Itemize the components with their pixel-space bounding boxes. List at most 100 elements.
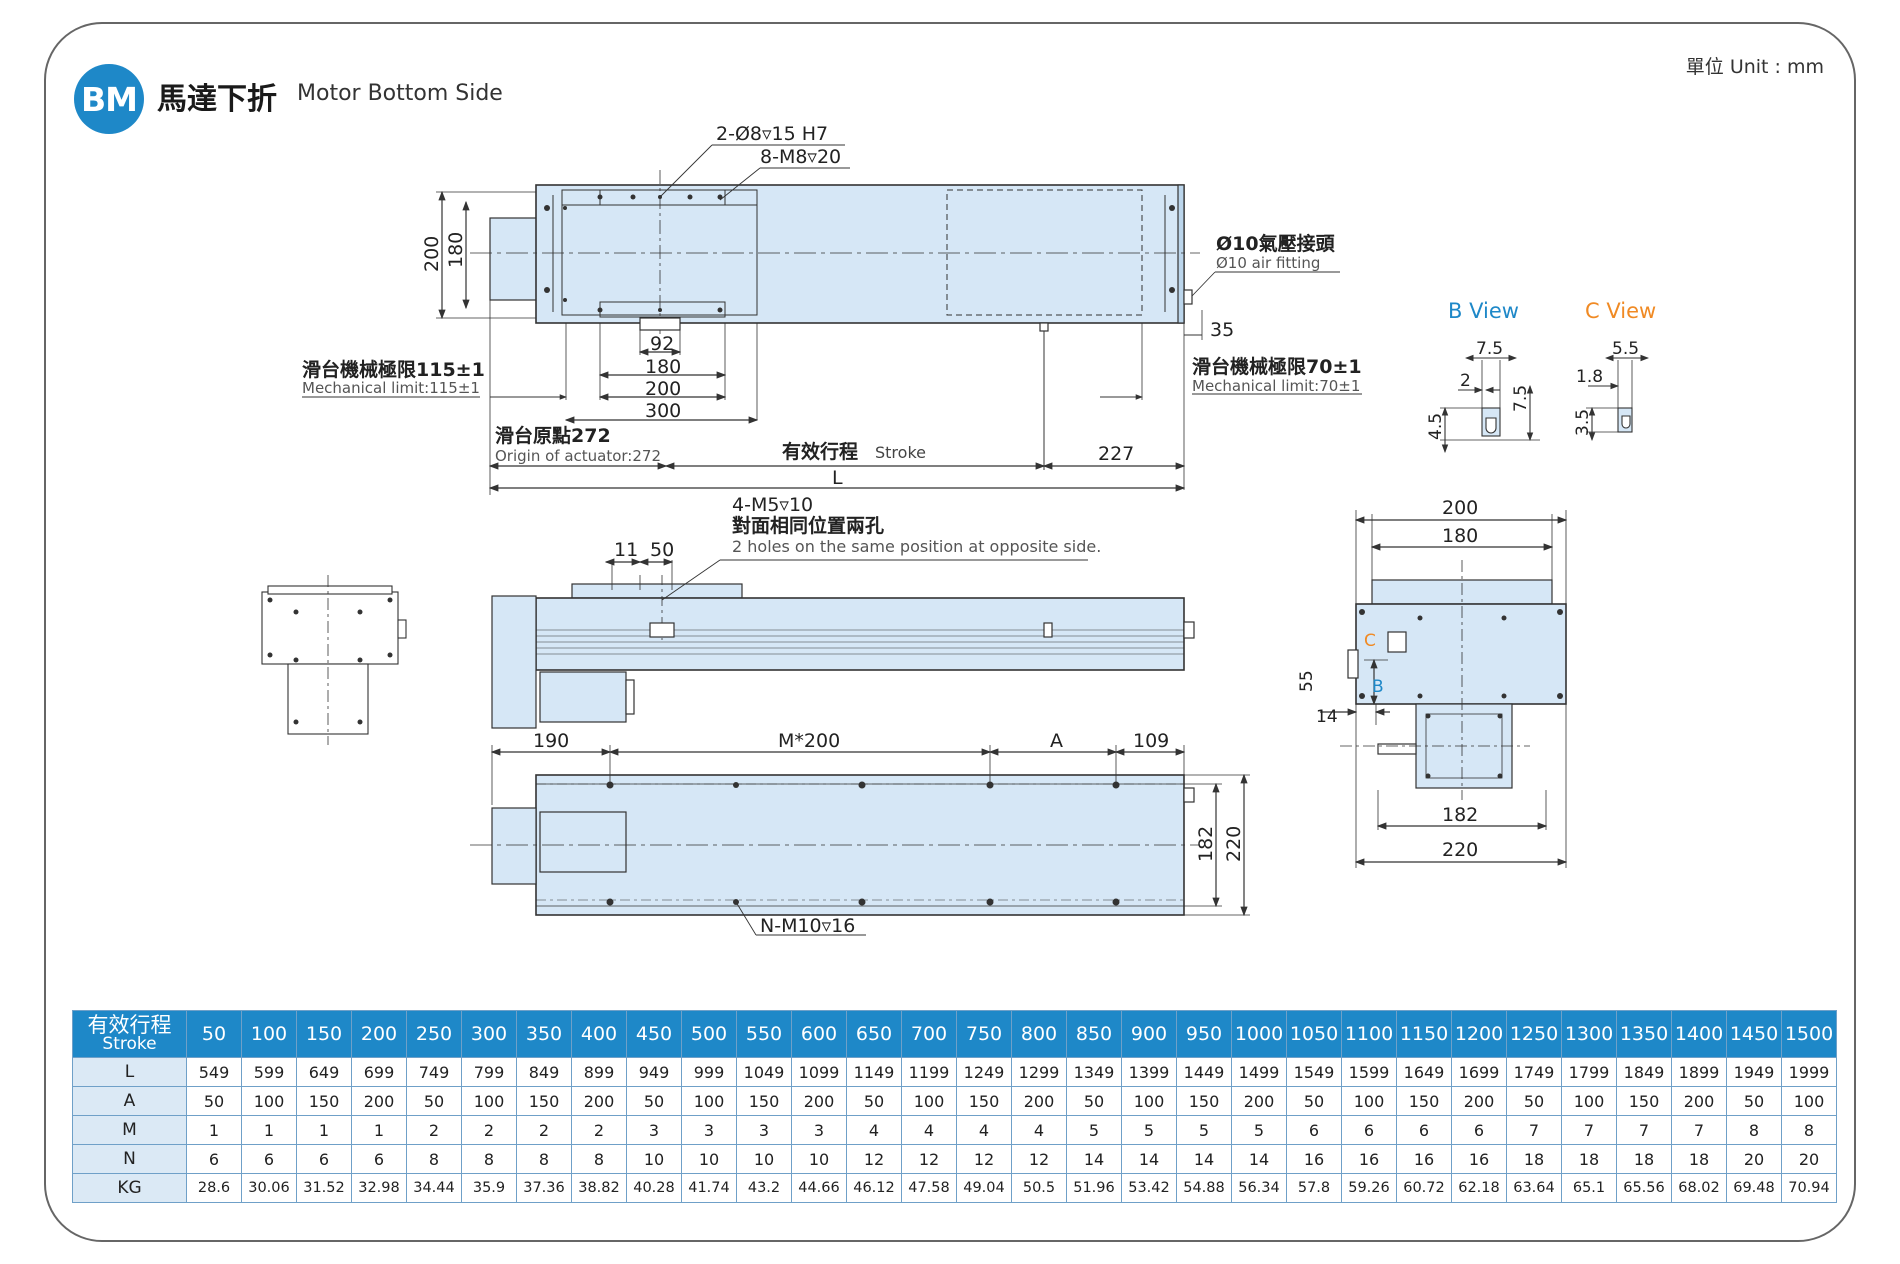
stroke-header-value: 1050: [1286, 1010, 1342, 1058]
table-cell: 12: [956, 1144, 1012, 1174]
stroke-header-value: 300: [461, 1010, 517, 1058]
table-cell: 18: [1506, 1144, 1562, 1174]
side-view-labels: 4-M5▿10 對面相同位置兩孔 2 holes on the same pos…: [614, 494, 1101, 561]
table-cell: 549: [186, 1057, 242, 1087]
table-cell: 62.18: [1451, 1173, 1507, 1203]
table-cell: 28.6: [186, 1173, 242, 1203]
table-cell: 749: [406, 1057, 462, 1087]
stroke-header-cell: 有效行程 Stroke: [72, 1010, 187, 1058]
page-frame: [44, 22, 1856, 1242]
table-cell: 1049: [736, 1057, 792, 1087]
table-cell: 60.72: [1396, 1173, 1452, 1203]
mech-limit-right-zh: 滑台機械極限70±1: [1192, 355, 1362, 378]
dim-m200: M*200: [778, 730, 840, 752]
top-view-labels: 2-Ø8▿15 H7 8-M8▿20 200 180 Ø10氣壓接頭 Ø10 a…: [302, 123, 1362, 489]
dim-92: 92: [650, 333, 674, 355]
dim-190: 190: [533, 730, 569, 752]
bottom-holes: N-M10▿16: [760, 915, 855, 937]
bottom-dim-182: 182: [1195, 826, 1217, 862]
table-cell: 16: [1451, 1144, 1507, 1174]
table-cell: 30.06: [241, 1173, 297, 1203]
table-cell: 1899: [1671, 1057, 1727, 1087]
table-cell: 150: [296, 1086, 352, 1116]
end-view-labels: 200 180 C B 55 14 182 220: [1297, 497, 1478, 861]
table-cell: 18: [1616, 1144, 1672, 1174]
table-cell: 6: [351, 1144, 407, 1174]
end-dim-55: 55: [1297, 670, 1317, 692]
table-cell: 14: [1231, 1144, 1287, 1174]
stroke-header-zh: 有效行程: [87, 1013, 172, 1038]
c-view: [1586, 354, 1650, 442]
table-cell: 68.02: [1671, 1173, 1727, 1203]
stroke-header-value: 450: [626, 1010, 682, 1058]
table-cell: 16: [1341, 1144, 1397, 1174]
table-cell: 1: [296, 1115, 352, 1145]
table-cell: 8: [406, 1144, 462, 1174]
table-cell: 3: [626, 1115, 682, 1145]
table-cell: 849: [516, 1057, 572, 1087]
bc-view-labels: B View C View 7.5 2 7.5 4.5 5.5 1.8 3.5: [1426, 299, 1656, 440]
table-cell: 6: [186, 1144, 242, 1174]
table-cell: 4: [846, 1115, 902, 1145]
table-cell: 1599: [1341, 1057, 1397, 1087]
table-cell: 31.52: [296, 1173, 352, 1203]
table-cell: 2: [461, 1115, 517, 1145]
table-cell: 1999: [1781, 1057, 1837, 1087]
table-cell: 8: [1781, 1115, 1837, 1145]
b-dim-7-5-vertical: 7.5: [1511, 385, 1531, 412]
table-cell: 6: [1286, 1115, 1342, 1145]
b-dim-7-5: 7.5: [1476, 339, 1503, 359]
table-cell: 4: [956, 1115, 1012, 1145]
table-cell: 3: [736, 1115, 792, 1145]
table-cell: 50: [1506, 1086, 1562, 1116]
table-cell: 7: [1561, 1115, 1617, 1145]
table-cell: 599: [241, 1057, 297, 1087]
table-cell: 59.26: [1341, 1173, 1397, 1203]
stroke-header-value: 600: [791, 1010, 847, 1058]
table-cell: 150: [1396, 1086, 1452, 1116]
dim-180-carriage: 180: [645, 356, 681, 378]
title-english: Motor Bottom Side: [297, 81, 503, 106]
table-cell: 1149: [846, 1057, 902, 1087]
table-cell: 150: [1616, 1086, 1672, 1116]
side-dim-11: 11: [614, 539, 638, 561]
table-cell: 799: [461, 1057, 517, 1087]
row-label: A: [72, 1086, 187, 1116]
stroke-header-value: 550: [736, 1010, 792, 1058]
table-cell: 46.12: [846, 1173, 902, 1203]
stroke-header-value: 1200: [1451, 1010, 1507, 1058]
table-cell: 5: [1176, 1115, 1232, 1145]
table-cell: 16: [1396, 1144, 1452, 1174]
table-cell: 200: [1231, 1086, 1287, 1116]
dim-L: L: [832, 467, 843, 489]
table-cell: 50: [1066, 1086, 1122, 1116]
c-dim-5-5: 5.5: [1612, 339, 1639, 359]
table-cell: 20: [1781, 1144, 1837, 1174]
end-dim-220: 220: [1442, 839, 1478, 861]
stroke-header-value: 1500: [1781, 1010, 1837, 1058]
table-cell: 1099: [791, 1057, 847, 1087]
table-cell: 8: [571, 1144, 627, 1174]
table-cell: 5: [1231, 1115, 1287, 1145]
table-cell: 14: [1121, 1144, 1177, 1174]
table-cell: 1449: [1176, 1057, 1232, 1087]
table-cell: 200: [1671, 1086, 1727, 1116]
table-cell: 4: [901, 1115, 957, 1145]
dim-A: A: [1050, 730, 1063, 752]
table-cell: 56.34: [1231, 1173, 1287, 1203]
table-cell: 100: [241, 1086, 297, 1116]
stroke-en: Stroke: [875, 443, 926, 462]
mech-limit-left-en: Mechanical limit:115±1: [302, 379, 480, 397]
table-cell: 1749: [1506, 1057, 1562, 1087]
end-label-c: C: [1364, 631, 1376, 651]
table-cell: 54.88: [1176, 1173, 1232, 1203]
table-cell: 51.96: [1066, 1173, 1122, 1203]
table-cell: 150: [1176, 1086, 1232, 1116]
air-fitting-en: Ø10 air fitting: [1216, 254, 1320, 272]
table-cell: 150: [736, 1086, 792, 1116]
table-cell: 18: [1671, 1144, 1727, 1174]
stroke-header-value: 900: [1121, 1010, 1177, 1058]
